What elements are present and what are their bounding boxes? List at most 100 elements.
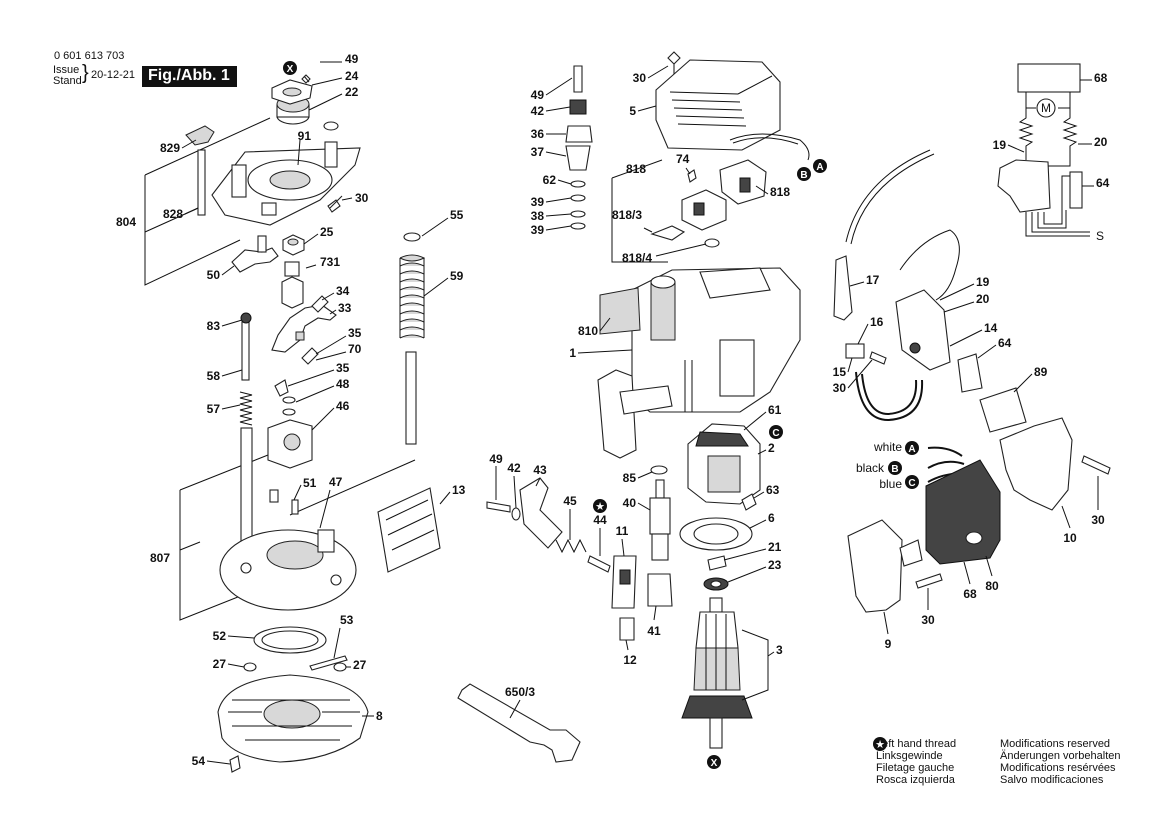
svg-text:A: A <box>816 162 823 173</box>
spring-45 <box>555 538 587 554</box>
svg-text:M: M <box>1041 101 1051 115</box>
part-label-p85: 85 <box>623 471 637 485</box>
callout-p15: 15 <box>833 357 853 379</box>
screw-74 <box>687 169 697 183</box>
part-label-p39a: 39 <box>531 195 545 209</box>
callout-p19a: 19 <box>939 275 990 301</box>
left-thread-star-1: ★ <box>873 737 887 751</box>
callout-p818b: 818 <box>755 185 790 199</box>
wire-label-white: white <box>873 440 902 454</box>
part-label-p61: 61 <box>768 403 782 417</box>
motor-housing-1 <box>631 267 801 413</box>
callout-p12: 12 <box>623 639 637 667</box>
callout-p2: 2 <box>757 441 775 455</box>
part-label-p30d: 30 <box>1091 513 1105 527</box>
part-label-p51: 51 <box>303 476 317 490</box>
callout-p52: 52 <box>213 629 255 643</box>
screw-30-left <box>327 195 343 213</box>
left-thread-en: Left hand thread <box>876 738 957 750</box>
part-label-p55: 55 <box>450 208 464 222</box>
callout-p35a: 35 <box>315 326 362 355</box>
callout-p68b: 68 <box>963 561 977 601</box>
screw-30-bottom <box>915 573 943 589</box>
callout-p30d: 30 <box>1091 476 1105 527</box>
callout-p37: 37 <box>531 145 567 159</box>
callout-p30b: 30 <box>633 65 669 85</box>
callout-p25: 25 <box>303 225 334 245</box>
callout-p14: 14 <box>949 321 998 347</box>
part-label-p47: 47 <box>329 475 343 489</box>
part-label-p828: 828 <box>163 207 183 221</box>
wing-nut-50 <box>231 235 279 273</box>
part-label-p5: 5 <box>629 104 636 118</box>
callout-p83: 83 <box>207 319 243 333</box>
part-label-p25: 25 <box>320 225 334 239</box>
bracket-818 <box>611 159 668 263</box>
part-label-p27a: 27 <box>213 657 227 671</box>
callout-p54: 54 <box>192 754 231 768</box>
column-rod-right <box>405 351 417 445</box>
handle-9 <box>847 519 923 613</box>
modifications-legend: Modifications reserved Änderungen vorbeh… <box>1000 738 1120 786</box>
callout-p45: 45 <box>563 494 577 540</box>
modifications-fr: Modifications resérvées <box>1000 762 1116 774</box>
stator-2 <box>687 423 761 505</box>
callout-p11: 11 <box>616 524 629 557</box>
part-label-p34: 34 <box>336 284 350 298</box>
ring-85 <box>650 465 668 475</box>
callout-p61: 61 <box>743 403 782 431</box>
callout-p42b: 42 <box>507 461 521 509</box>
part-label-p37: 37 <box>531 145 545 159</box>
handle-left <box>597 369 673 459</box>
part-label-p19a: 19 <box>976 275 990 289</box>
part-label-p807: 807 <box>150 551 170 565</box>
callout-p17: 17 <box>849 273 880 287</box>
callout-p27a: 27 <box>213 657 245 671</box>
wire-label-black: black <box>856 461 885 475</box>
callout-p38: 38 <box>531 209 572 223</box>
part-label-p30e: 30 <box>921 613 935 627</box>
callout-p62: 62 <box>543 173 572 187</box>
callout-p91: 91 <box>297 129 311 166</box>
washer-818-4 <box>704 238 720 248</box>
washer-39-38 <box>570 194 586 230</box>
issue-date: 20-12-21 <box>91 69 136 81</box>
marker-b-3: B <box>797 167 811 181</box>
collet-37 <box>565 145 591 171</box>
part-label-p17: 17 <box>866 273 880 287</box>
left-thread-es: Rosca izquierda <box>876 774 955 786</box>
callout-p64a: 64 <box>977 336 1012 359</box>
callout-p24: 24 <box>311 69 359 86</box>
callout-p731: 731 <box>305 255 340 269</box>
part-label-p30c: 30 <box>833 381 847 395</box>
callout-p13: 13 <box>439 483 466 505</box>
brace-symbol: } <box>82 62 89 84</box>
screw-30-handle <box>1081 455 1111 475</box>
part-label-p38: 38 <box>531 209 545 223</box>
callout-p80: 80 <box>985 555 999 593</box>
part-label-p57: 57 <box>207 402 221 416</box>
marker-a-5: A <box>905 441 919 455</box>
part-label-p45: 45 <box>563 494 577 508</box>
part-label-p89: 89 <box>1034 365 1048 379</box>
part-label-p829: 829 <box>160 141 180 155</box>
handle-10 <box>999 417 1073 511</box>
flange-24 <box>271 79 313 105</box>
callout-p23: 23 <box>727 558 782 583</box>
part-label-p2: 2 <box>768 441 775 455</box>
part-label-p74: 74 <box>676 152 690 166</box>
callout-p43: 43 <box>533 463 547 487</box>
part-label-p42a: 42 <box>531 104 545 118</box>
part-label-p40: 40 <box>623 496 637 510</box>
cover-68 <box>925 459 1001 565</box>
screw-30-right <box>869 351 887 365</box>
wiring-schematic: M <box>997 63 1090 237</box>
cable-19-20 <box>845 149 960 301</box>
callout-p39a: 39 <box>531 195 572 209</box>
marker-x-1: X <box>707 755 721 769</box>
part-label-p70: 70 <box>348 342 362 356</box>
part-label-p49c: 49 <box>489 452 503 466</box>
clamp-46 <box>267 419 313 469</box>
spring-59 <box>399 254 426 339</box>
part-label-p804: 804 <box>116 215 136 229</box>
